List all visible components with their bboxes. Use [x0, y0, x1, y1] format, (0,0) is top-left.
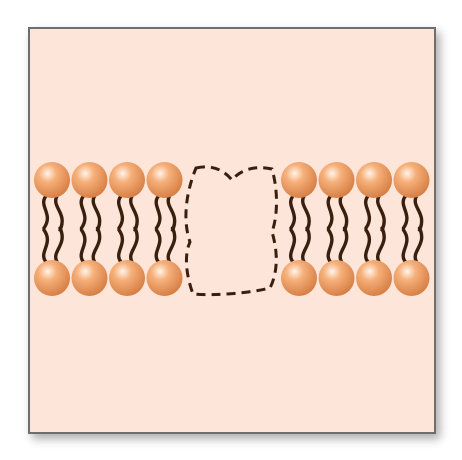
lipid-tail	[401, 228, 409, 264]
lipid-tail	[154, 194, 162, 230]
lipid-head	[393, 260, 430, 296]
lipid-tail	[129, 194, 139, 232]
lipid-bilayer	[34, 162, 430, 296]
lipid-tail	[166, 226, 177, 264]
lipid-head	[318, 162, 355, 198]
lipid-tail	[376, 226, 386, 264]
lipid-tail	[79, 194, 87, 230]
lipid-tail	[79, 228, 87, 264]
lipid-head	[146, 162, 183, 198]
lipid-tail	[413, 194, 424, 232]
lipid-tail	[166, 194, 177, 232]
lipid-tail	[289, 228, 297, 264]
lipid-tail	[54, 194, 64, 232]
lipid-tail	[338, 194, 349, 232]
lipid-tail	[289, 194, 297, 230]
lipid-head	[318, 260, 355, 296]
lipid-head	[281, 162, 317, 198]
lipid-head	[356, 260, 392, 296]
lipid-head	[71, 162, 108, 198]
lipid-tail	[91, 194, 102, 232]
lipid-tail	[364, 228, 372, 264]
lipid-tail	[401, 194, 409, 230]
lipid-tail	[364, 194, 372, 230]
lipid-tail	[326, 228, 334, 264]
lipid-head	[146, 260, 183, 296]
lipid-tail	[326, 194, 334, 230]
lipid-head	[71, 260, 108, 296]
lipid-tail	[301, 226, 311, 264]
lipid-head	[34, 260, 70, 296]
lipid-tail	[54, 226, 64, 264]
lipid-head	[109, 260, 145, 296]
lipid-tail	[129, 226, 139, 264]
lipid-tail	[376, 194, 386, 232]
lipid-tail	[91, 226, 102, 264]
lipid-head	[109, 162, 145, 198]
lipid-tail	[413, 226, 424, 264]
background-panel	[30, 29, 431, 429]
protein-channel-outline	[184, 165, 278, 297]
lipid-tail	[154, 228, 162, 264]
lipid-head	[281, 260, 317, 296]
lipid-tail	[42, 194, 50, 230]
lipid-tail	[301, 194, 311, 232]
lipid-tail	[117, 194, 125, 230]
lipid-tail	[42, 228, 50, 264]
lipid-head	[34, 162, 70, 198]
lipid-head	[356, 162, 392, 198]
lipid-head	[393, 162, 430, 198]
lipid-tail	[117, 228, 125, 264]
lipid-tail	[338, 226, 349, 264]
